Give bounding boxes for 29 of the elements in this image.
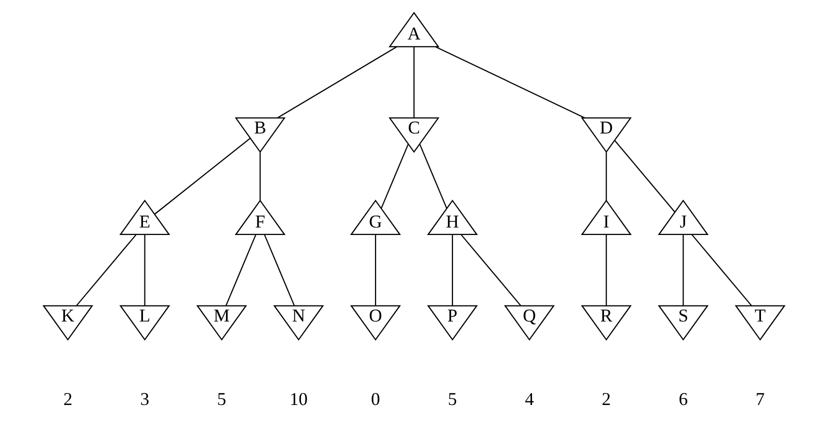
connector: [682, 234, 684, 306]
connector: [606, 152, 607, 200]
connector: [76, 234, 136, 306]
node-label: 10: [290, 389, 308, 410]
connector: [452, 234, 454, 306]
node-label: 6: [678, 389, 688, 410]
connector: [419, 144, 448, 209]
connector: [614, 140, 676, 212]
connector: [260, 152, 261, 200]
node-label: 4: [524, 389, 534, 410]
connector: [144, 234, 146, 306]
connector: [692, 234, 752, 306]
node-label: 5: [448, 389, 457, 410]
connector: [154, 138, 251, 214]
node-label: 2: [602, 389, 611, 410]
node-label: 3: [140, 389, 150, 410]
connector: [435, 46, 585, 118]
node-label: 5: [217, 389, 226, 410]
node-label: 2: [63, 389, 72, 410]
connector: [264, 234, 295, 306]
connector: [374, 234, 376, 306]
connector: [413, 47, 415, 118]
connector: [380, 144, 409, 209]
connector: [606, 234, 607, 306]
node-label: 0: [371, 389, 380, 410]
connector: [226, 234, 256, 306]
connector: [277, 46, 397, 118]
node-label: 7: [756, 389, 765, 410]
connector: [460, 234, 522, 306]
